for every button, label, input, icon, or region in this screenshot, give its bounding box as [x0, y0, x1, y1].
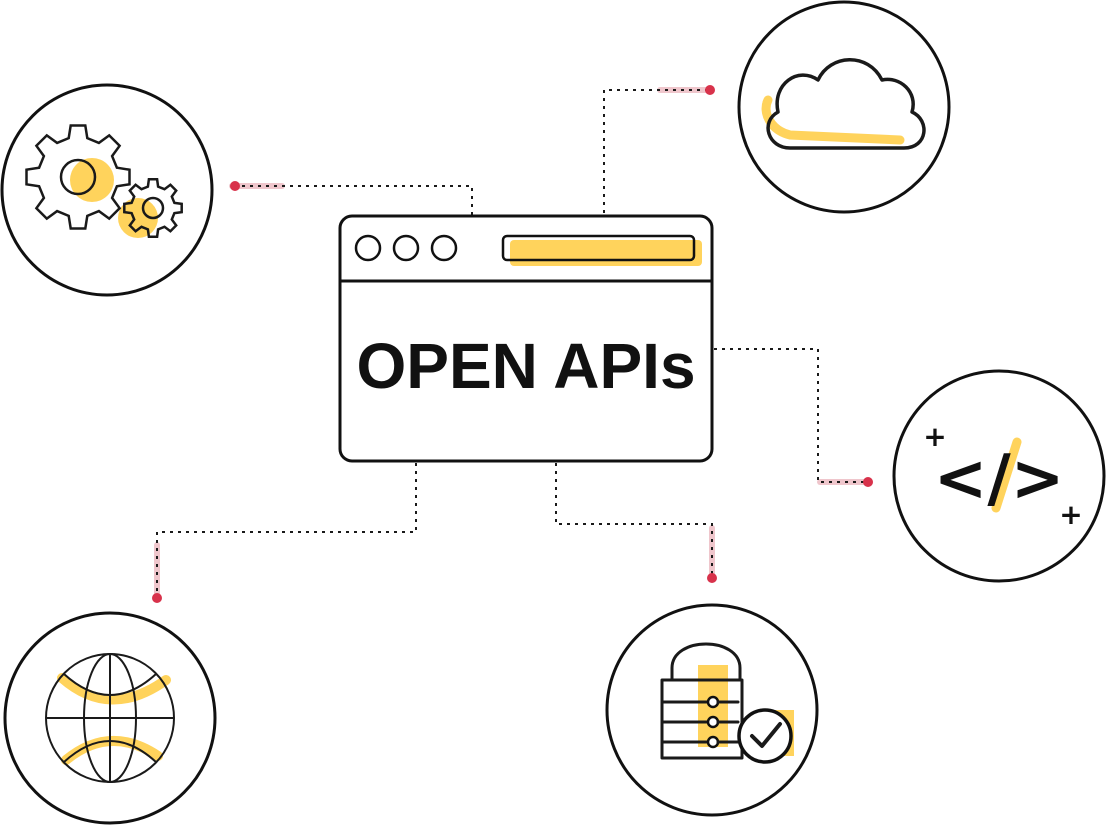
browser-window: OPEN APIs — [338, 214, 714, 463]
code-icon: </> + + — [923, 420, 1082, 531]
globe-node — [3, 611, 217, 825]
connector-code — [714, 348, 873, 487]
checkmark-icon — [737, 708, 793, 764]
browser-title: OPEN APIs — [356, 330, 695, 402]
connector-gears — [229, 181, 473, 215]
plus-icon: + — [1059, 498, 1082, 531]
security-node — [605, 603, 819, 817]
plus-icon: + — [923, 420, 946, 453]
connector-cloud — [603, 85, 715, 213]
window-control-dot — [354, 234, 382, 262]
gears-icon — [25, 124, 183, 238]
window-control-dot — [392, 234, 420, 262]
cloud-icon — [761, 58, 926, 150]
secure-server-icon — [660, 642, 794, 764]
connector-globe — [152, 463, 417, 603]
address-bar — [501, 234, 702, 266]
cloud-node — [737, 0, 951, 214]
code-node: </> + + — [892, 369, 1106, 583]
gears-node — [0, 83, 214, 297]
globe-icon — [45, 653, 175, 783]
window-control-dot — [430, 234, 458, 262]
connector-security — [555, 463, 717, 583]
code-symbol: </> — [934, 442, 1065, 516]
